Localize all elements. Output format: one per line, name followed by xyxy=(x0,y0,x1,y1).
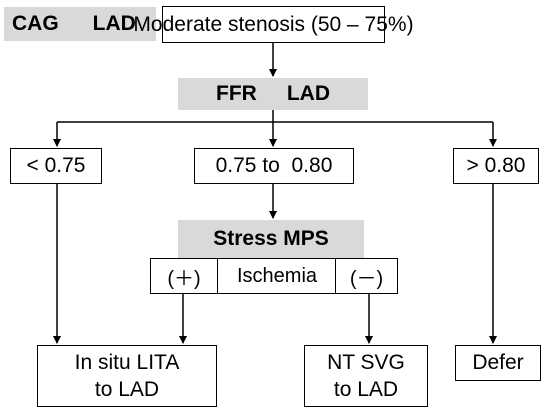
lad-label: LAD xyxy=(92,12,136,35)
outcome-lita-line2: to LAD xyxy=(94,378,160,401)
outcome-lita-line1: In situ LITA xyxy=(74,351,180,374)
outcome-lita-box: In situ LITA to LAD xyxy=(37,345,217,407)
stenosis-label: Moderate stenosis (50 – 75%) xyxy=(133,12,414,36)
branch-high-label: > 0.80 xyxy=(466,154,526,177)
ischemia-negative-cell: (－) xyxy=(335,259,397,293)
stress-mps-box: Stress MPS xyxy=(178,220,364,258)
outcome-svg-line1: NT SVG xyxy=(327,351,405,374)
ffr-vessel-label: LAD xyxy=(286,82,330,105)
branch-mid-box: 0.75 to 0.80 xyxy=(194,148,354,184)
ischemia-row: (＋) Ischemia (－) xyxy=(150,258,398,294)
ffr-box: FFR LAD xyxy=(178,78,368,110)
outcome-defer-label: Defer xyxy=(472,351,524,374)
branch-high-box: > 0.80 xyxy=(453,148,539,184)
branch-mid-label: 0.75 to 0.80 xyxy=(215,154,333,177)
ischemia-positive-label: (＋) xyxy=(167,267,201,290)
ischemia-label-cell: Ischemia xyxy=(217,259,336,293)
outcome-svg-line2: to LAD xyxy=(333,378,399,401)
ischemia-negative-label: (－) xyxy=(349,267,384,290)
cag-lad-label: CAG LAD xyxy=(4,7,156,41)
stenosis-box: Moderate stenosis (50 – 75%) xyxy=(133,6,414,43)
branch-low-label: < 0.75 xyxy=(26,154,86,177)
outcome-defer-box: Defer xyxy=(455,345,541,381)
outcome-svg-box: NT SVG to LAD xyxy=(304,345,428,407)
stress-mps-label: Stress MPS xyxy=(213,227,329,250)
branch-low-box: < 0.75 xyxy=(10,148,102,184)
ischemia-label: Ischemia xyxy=(236,264,318,287)
cag-label: CAG xyxy=(12,12,59,35)
ffr-label: FFR xyxy=(216,82,257,105)
ischemia-positive-cell: (＋) xyxy=(151,259,217,293)
